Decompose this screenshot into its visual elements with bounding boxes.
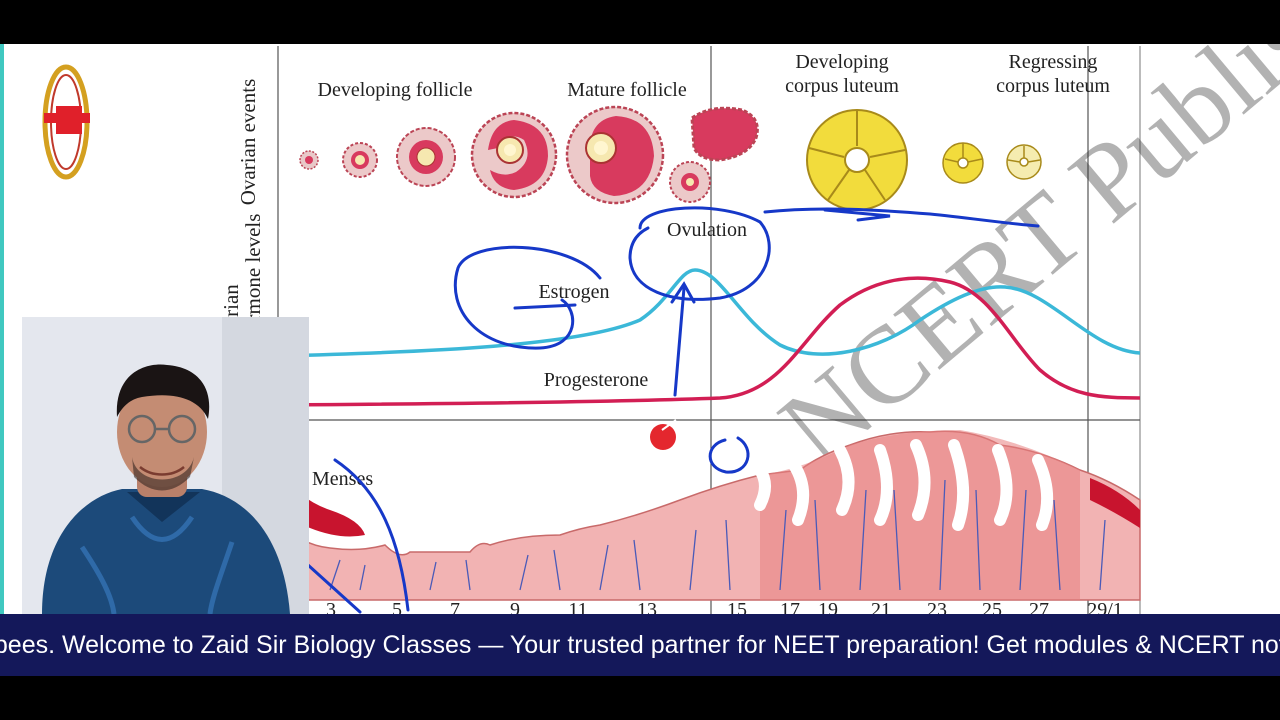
endometrium-layer bbox=[277, 430, 1141, 601]
estrogen-label: Estrogen bbox=[538, 281, 609, 303]
corpus-luteum-small bbox=[1006, 144, 1042, 180]
day-tick: 15 bbox=[727, 599, 747, 614]
presenter-avatar-icon bbox=[22, 317, 309, 614]
day-axis: 3 5 7 9 11 13 15 17 19 21 23 25 27 29/1 bbox=[326, 599, 1123, 614]
corpus-luteum-stages bbox=[806, 109, 1042, 211]
estrogen-circle-annotation bbox=[453, 245, 602, 350]
day-tick: 3 bbox=[326, 599, 336, 614]
follicle-stages bbox=[299, 105, 759, 205]
day-tick: 25 bbox=[982, 599, 1002, 614]
follicle-4 bbox=[470, 111, 558, 199]
day-tick: 9 bbox=[510, 599, 520, 614]
pen-annotations bbox=[306, 206, 1040, 614]
day-tick: 11 bbox=[568, 599, 587, 614]
menses-line-annotation bbox=[306, 563, 362, 614]
day-tick: 23 bbox=[927, 599, 947, 614]
progesterone-curve bbox=[277, 276, 1141, 407]
day-tick: 5 bbox=[392, 599, 402, 614]
day-tick: 13 bbox=[637, 599, 657, 614]
letterbox-top bbox=[0, 0, 1280, 44]
ovulation-circle-annotation bbox=[628, 206, 771, 301]
corpus-luteum-arrow-annotation bbox=[763, 207, 1040, 228]
follicle-5 bbox=[565, 105, 665, 205]
ring-logo-icon bbox=[42, 64, 90, 180]
regressing-corpus-luteum-label-1: Regressing bbox=[1009, 51, 1098, 73]
ovarian-events-label: Ovarian events bbox=[236, 79, 260, 206]
menses-label: Menses bbox=[312, 468, 373, 490]
day-tick: 7 bbox=[450, 599, 460, 614]
regressing-corpus-luteum-label-2: corpus luteum bbox=[996, 75, 1110, 97]
developing-corpus-luteum-label-2: corpus luteum bbox=[785, 75, 899, 97]
follicle-1 bbox=[299, 150, 319, 170]
news-ticker: upees. Welcome to Zaid Sir Biology Class… bbox=[0, 614, 1280, 676]
menses-curve-annotation bbox=[333, 458, 410, 612]
day-tick: 19 bbox=[818, 599, 838, 614]
day-tick: 21 bbox=[871, 599, 891, 614]
presenter-webcam bbox=[22, 317, 309, 614]
corpus-luteum-medium bbox=[942, 142, 984, 184]
progesterone-label: Progesterone bbox=[544, 369, 649, 391]
mature-follicle-label: Mature follicle bbox=[567, 79, 687, 101]
developing-follicle-label: Developing follicle bbox=[318, 79, 473, 101]
small-circle-annotation bbox=[708, 436, 750, 474]
ovulation-arrow-annotation bbox=[670, 281, 696, 397]
pen-cursor bbox=[650, 419, 677, 450]
developing-corpus-luteum-label-1: Developing bbox=[795, 51, 888, 73]
estrogen-underline-annotation bbox=[513, 303, 577, 310]
follicle-3 bbox=[396, 127, 456, 187]
day-tick: 17 bbox=[780, 599, 800, 614]
corpus-luteum-large bbox=[806, 109, 908, 211]
slide-left-accent bbox=[0, 44, 4, 614]
letterbox-bottom bbox=[0, 676, 1280, 720]
day-tick: 27 bbox=[1029, 599, 1049, 614]
ovulation-label: Ovulation bbox=[667, 219, 747, 241]
day-tick: 29/1 bbox=[1087, 599, 1123, 614]
ticker-text: upees. Welcome to Zaid Sir Biology Class… bbox=[0, 631, 1280, 659]
follicle-2 bbox=[342, 142, 378, 178]
watermark-text: NCERT Published bbox=[757, 44, 1280, 488]
ruptured-follicle bbox=[669, 106, 759, 203]
